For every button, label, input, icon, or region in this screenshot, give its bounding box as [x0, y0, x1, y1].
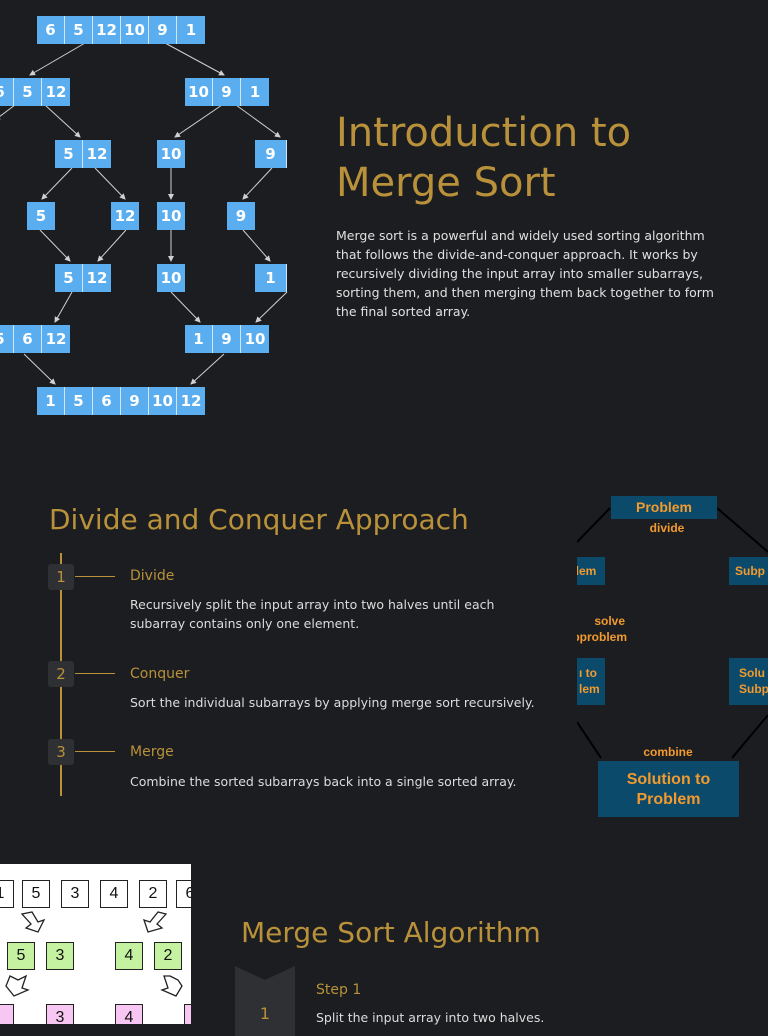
connector-line — [75, 673, 115, 674]
subproblem-box-right: Subp — [729, 557, 768, 585]
array-node: 9 — [227, 202, 255, 230]
array-node: 10 — [157, 264, 185, 292]
solution-left-line2: lem — [579, 682, 600, 696]
combine-label: combine — [643, 745, 693, 759]
array-cell: 9 — [149, 16, 177, 44]
connector-line — [75, 576, 115, 577]
array-square: 4 — [115, 942, 143, 970]
array-cell: 6 — [37, 16, 65, 44]
array-cell: 10 — [121, 16, 149, 44]
array-cell: 1 — [37, 387, 65, 415]
divide-conquer-diagram: Problem divide lem Subp solve ıbproblem … — [577, 490, 768, 820]
solution-right-line1: Solu — [739, 666, 765, 680]
array-node: 12 — [111, 202, 139, 230]
solution-line1: Solution to — [626, 771, 711, 788]
tree-arrows — [0, 42, 288, 385]
subproblem-label: ıbproblem — [577, 630, 628, 644]
array-cell: 5 — [0, 325, 14, 353]
algorithm-title: Merge Sort Algorithm — [241, 916, 541, 949]
step-title: Divide — [130, 568, 175, 584]
array-node: 10 — [157, 140, 185, 168]
array-node: 9 — [255, 140, 287, 168]
array-cell: 10 — [241, 325, 269, 353]
solution-right-line2: Subp — [739, 682, 768, 696]
array-cell: 12 — [83, 264, 111, 292]
step-title: Merge — [130, 744, 174, 760]
array-square — [184, 1004, 191, 1024]
array-square — [0, 1004, 14, 1024]
array-cell: 5 — [14, 78, 42, 106]
array-cell: 6 — [0, 78, 14, 106]
array-cell: 12 — [83, 140, 111, 168]
split-arrows — [5, 974, 183, 997]
step-description: Combine the sorted subarrays back into a… — [130, 774, 517, 789]
array-cell: 10 — [185, 78, 213, 106]
step-description: Sort the individual subarrays by applyin… — [130, 695, 535, 710]
solution-line2: Problem — [636, 791, 701, 808]
array-square: 3 — [61, 880, 89, 908]
step-number: 1 — [259, 1004, 271, 1023]
step-title: Conquer — [130, 666, 190, 682]
array-square: 4 — [100, 880, 128, 908]
array-square: 2 — [154, 942, 182, 970]
solve-label: solve — [594, 614, 625, 628]
diagram-lines — [577, 507, 768, 759]
connector-line — [75, 751, 115, 752]
solution-box-right: Solu Subp — [729, 658, 768, 705]
array-cell: 5 — [55, 264, 83, 292]
array-cell: 12 — [42, 78, 70, 106]
array-node: 5 — [27, 202, 55, 230]
divide-conquer-title: Divide and Conquer Approach — [49, 503, 469, 536]
chevron-notch — [235, 966, 295, 980]
solution-left-line1: ı to — [579, 666, 597, 680]
array-node: 10 — [157, 202, 185, 230]
solution-box-left: ı to lem — [577, 658, 605, 705]
array-cell: 12 — [93, 16, 121, 44]
array-square: 2 — [139, 880, 167, 908]
step-title: Step 1 — [316, 982, 362, 998]
array-cell: 6 — [93, 387, 121, 415]
merge-sort-tree-diagram: 6 5 12 10 9 1 6 5 12 10 9 1 5 12 10 9 5 … — [0, 0, 300, 420]
array-square: 5 — [7, 942, 35, 970]
array-cell: 9 — [213, 78, 241, 106]
array-square: 1 — [0, 880, 14, 908]
merge-sort-illustration: 1 5 3 4 2 6 5 3 4 2 3 4 — [0, 864, 191, 1024]
array-cell: 9 — [213, 325, 241, 353]
array-square: 3 — [46, 1004, 74, 1024]
array-cell: 12 — [177, 387, 205, 415]
array-node: 1 — [255, 264, 287, 292]
array-cell: 12 — [42, 325, 70, 353]
array-cell: 10 — [149, 387, 177, 415]
array-cell: 6 — [14, 325, 42, 353]
step-number-badge: 1 — [48, 564, 74, 590]
solution-box: Solution to Problem — [598, 761, 739, 817]
array-square: 5 — [22, 880, 50, 908]
array-cell: 5 — [65, 16, 93, 44]
step-number-badge: 2 — [48, 661, 74, 687]
array-square: 3 — [46, 942, 74, 970]
subproblem-box-left: lem — [577, 557, 605, 585]
array-cell: 5 — [65, 387, 93, 415]
array-cell: 1 — [177, 16, 205, 44]
array-cell: 9 — [121, 387, 149, 415]
divide-label: divide — [649, 521, 685, 535]
array-cell: 5 — [55, 140, 83, 168]
array-cell: 1 — [241, 78, 269, 106]
array-square: 4 — [115, 1004, 143, 1024]
step-description: Recursively split the input array into t… — [130, 597, 495, 631]
problem-box: Problem — [611, 496, 717, 519]
split-arrows — [20, 911, 168, 933]
array-square: 6 — [176, 880, 191, 908]
intro-paragraph: Merge sort is a powerful and widely used… — [336, 228, 714, 319]
step-number-badge: 3 — [48, 739, 74, 765]
step-card: 1 — [235, 966, 295, 1036]
array-cell: 1 — [185, 325, 213, 353]
step-description: Split the input array into two halves. — [316, 1010, 545, 1025]
intro-title: Introduction to Merge Sort — [336, 110, 632, 206]
